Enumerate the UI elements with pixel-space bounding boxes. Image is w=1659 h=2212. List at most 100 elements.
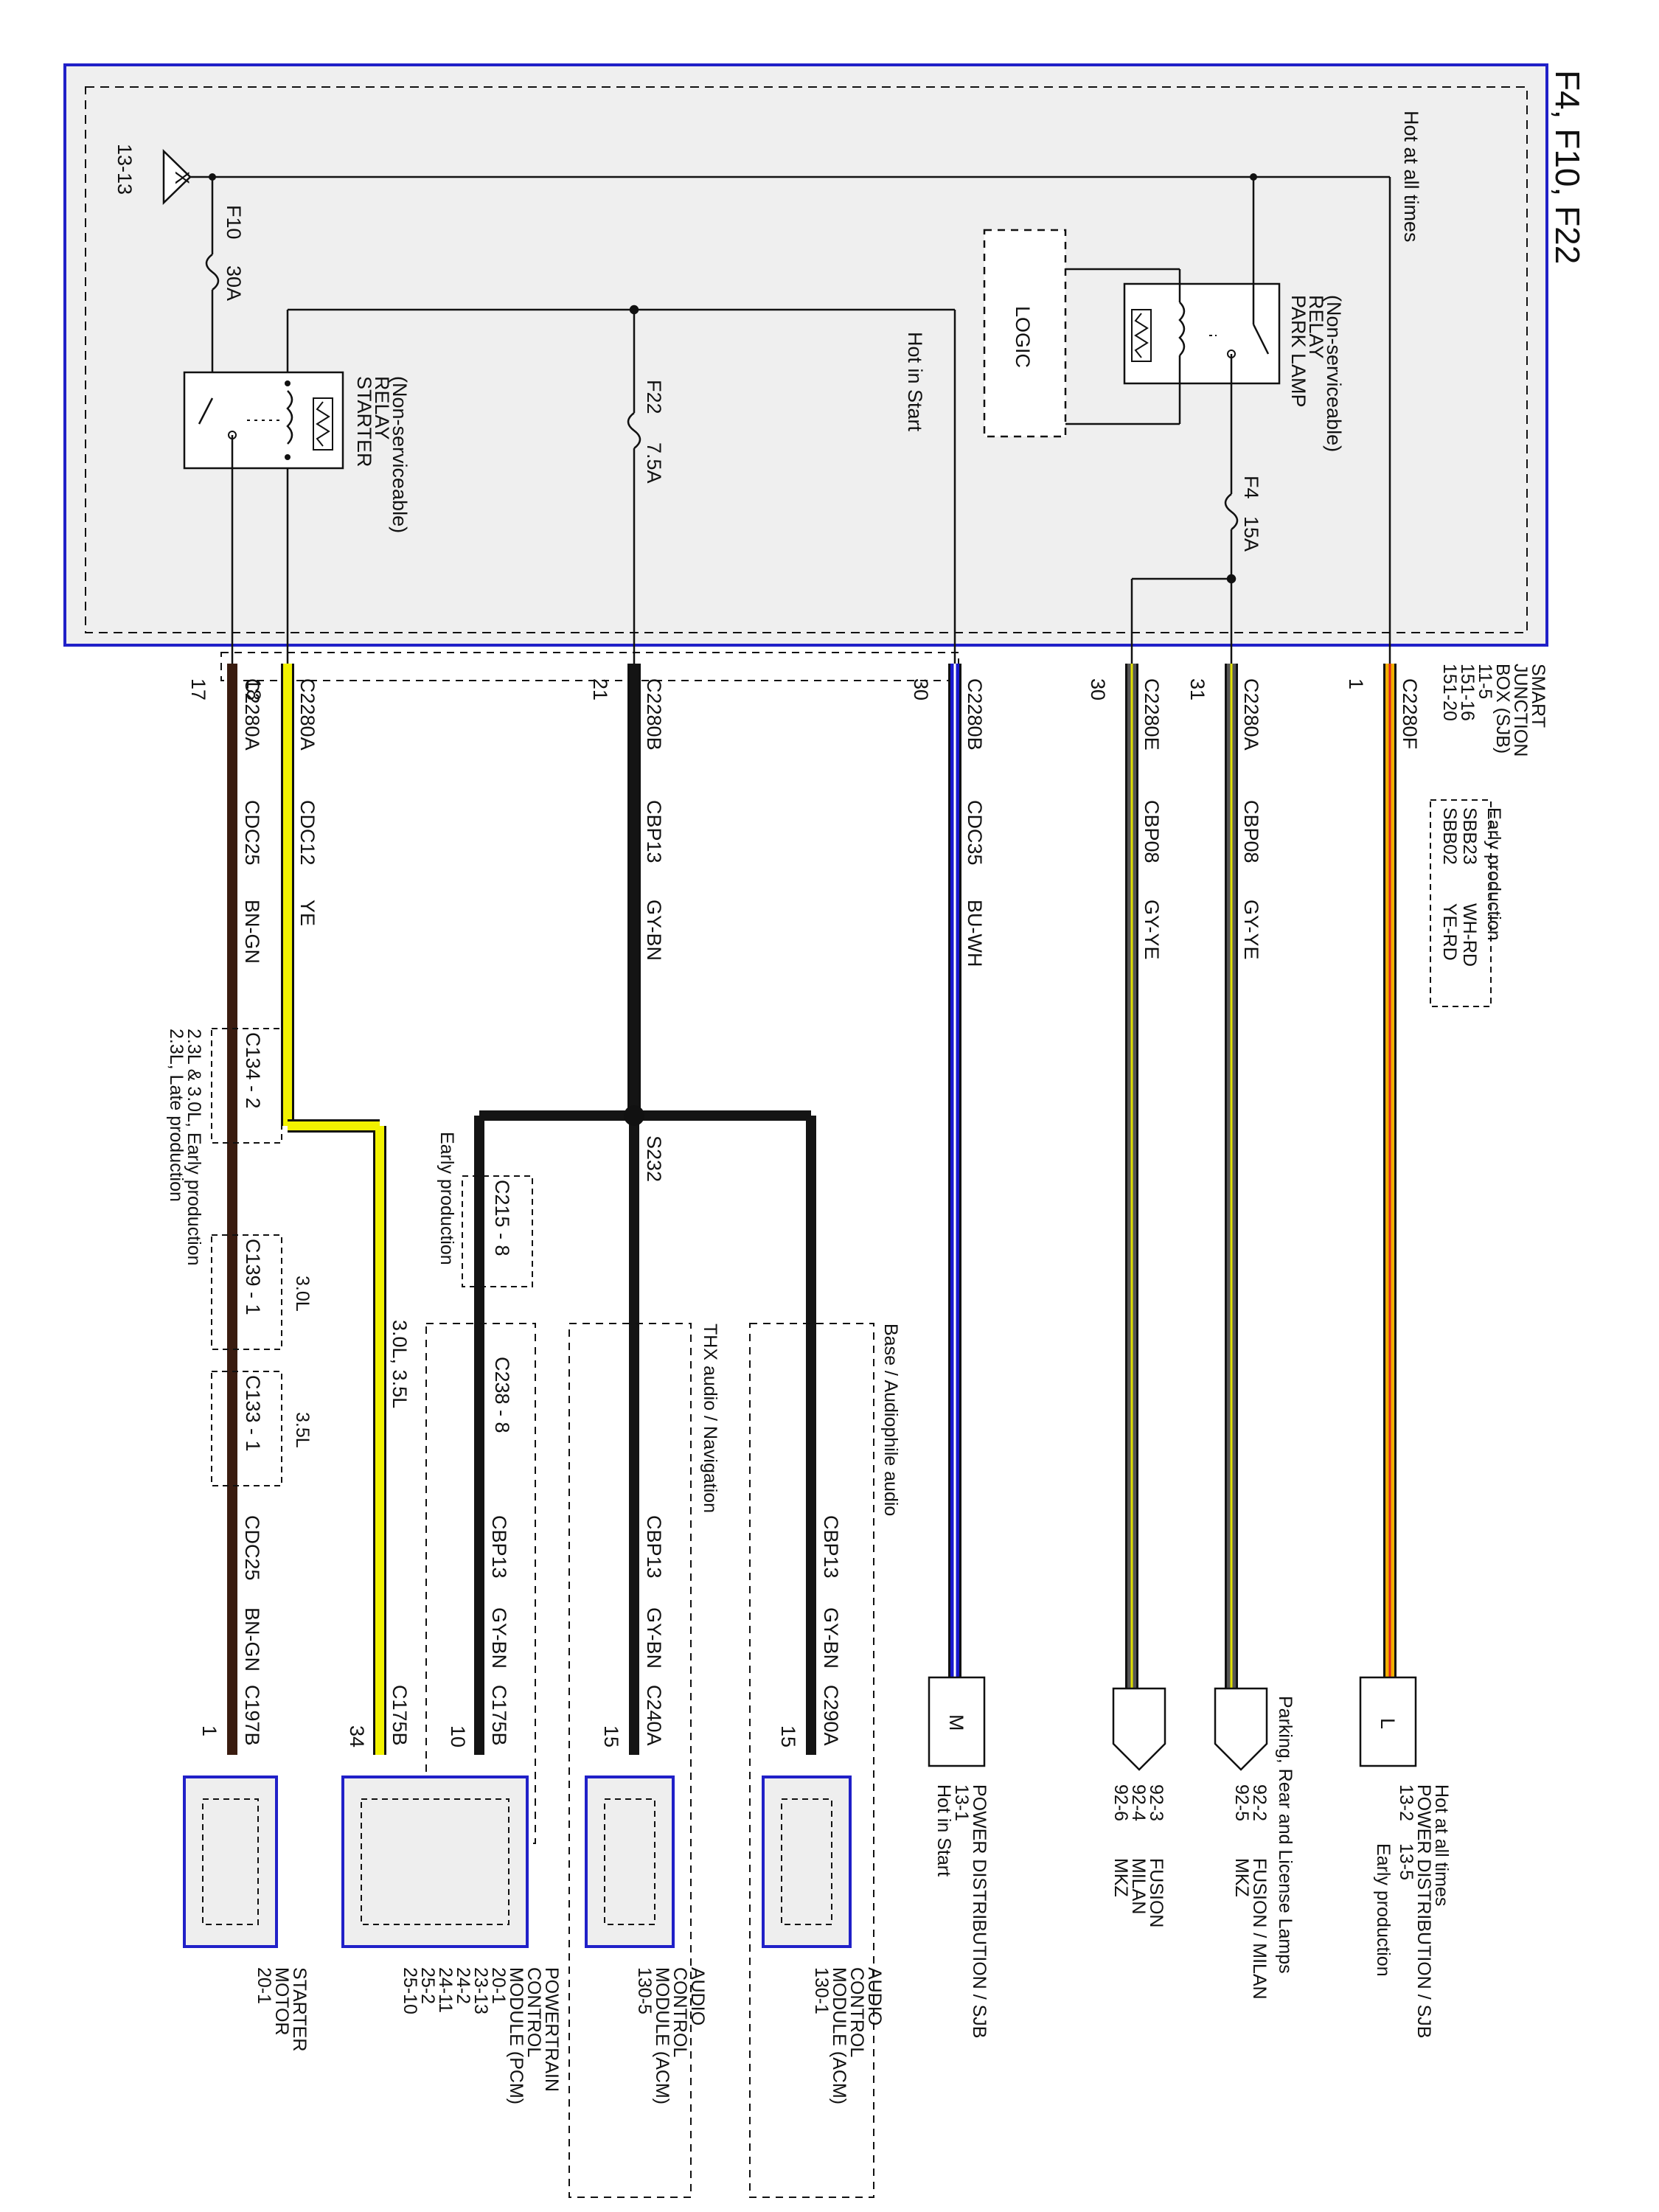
- acm130-1-label: CONTROL: [846, 1967, 867, 2057]
- ground-ref-label: 13-13: [114, 144, 136, 195]
- c215-label: C215 - 8: [491, 1180, 513, 1256]
- pcm-label: MODULE (PCM): [506, 1967, 526, 2104]
- parking-lamps-note: Parking, Rear and License Lamps: [1275, 1696, 1295, 1974]
- acm130-5-label: AUDIO: [687, 1967, 708, 2025]
- c134-note-2: 2.3L, Late production: [166, 1029, 187, 1202]
- f4-fuse-name: F4: [1240, 476, 1262, 499]
- dest-fusion-92-3: [1112, 1687, 1166, 1771]
- park-lamp-relay: [1123, 173, 1281, 472]
- hot-at-all-times-label: Hot at all times: [1400, 111, 1422, 243]
- source-triangle-icon: [162, 149, 216, 205]
- starter-motor-label: 20-1: [254, 1967, 274, 2004]
- pcm-label: CONTROL: [524, 1967, 544, 2057]
- wire-circuit: CDC35: [964, 800, 986, 866]
- acm130-1-region: [749, 1323, 874, 2198]
- dest-L-line-3: 13-2: [1396, 1784, 1416, 1821]
- wire-connector: C2280F: [1399, 678, 1421, 749]
- park-lamp-relay-label-2: RELAY: [1305, 295, 1327, 359]
- c238-label: C238 - 8: [491, 1357, 513, 1433]
- acm130-5-circuit: CBP13: [643, 1515, 665, 1579]
- logic-label: LOGIC: [1012, 306, 1034, 368]
- starter-relay: [183, 371, 344, 664]
- f10-fuse-name: F10: [223, 205, 245, 240]
- sjb-inner-outline: [85, 86, 1528, 633]
- logic-block: [983, 229, 1181, 438]
- c2280-dashed-bracket: [220, 652, 959, 681]
- pcm-label: 24-2: [453, 1967, 473, 2004]
- pcm-label: 23-13: [470, 1967, 491, 2014]
- acm130-5-pin: 15: [600, 1725, 622, 1747]
- acm130-5-label: 130-5: [634, 1967, 655, 2014]
- wire-color: GY-BN: [643, 900, 665, 961]
- pcm-pin-10: 10: [447, 1725, 469, 1747]
- dest-L: [1359, 1676, 1417, 1767]
- wire-pin: 31: [1186, 678, 1208, 700]
- dest-M-line-1: POWER DISTRIBUTION / SJB: [969, 1784, 990, 2038]
- pcm-circuit: CBP13: [488, 1515, 510, 1579]
- dest-M: [928, 1676, 986, 1767]
- dest-fusion-92-2: [1214, 1687, 1268, 1771]
- dest-M-line-3: Hot in Start: [933, 1784, 954, 1877]
- starter-relay-label-2: RELAY: [371, 376, 393, 440]
- acm130-5-label: MODULE (ACM): [652, 1967, 672, 2104]
- pcm-label: 24-11: [435, 1967, 456, 2013]
- dest-L-line-4: 13-5: [1396, 1843, 1416, 1880]
- sjb-label-5: 151-16: [1457, 664, 1478, 721]
- sjb-label-3: BOX (SJB): [1492, 664, 1513, 754]
- starter-relay-label-1: STARTER: [353, 376, 375, 467]
- park-lamp-relay-label-3: (Non-serviceable): [1323, 295, 1345, 452]
- dest-L-symbol: L: [1377, 1718, 1399, 1729]
- fusion-92-2-model-2: MKZ: [1231, 1858, 1252, 1897]
- early-production-color-1: WH-RD: [1459, 903, 1480, 967]
- starter-pin: 1: [198, 1725, 220, 1736]
- sjb-outline: [63, 63, 1548, 647]
- park-lamp-relay-label-1: PARK LAMP: [1287, 295, 1310, 408]
- hot-in-start-label: Hot in Start: [904, 332, 926, 432]
- early-production-color-2: YE-RD: [1439, 903, 1460, 961]
- c139-box: [211, 1234, 282, 1350]
- yellow-branch: [288, 1119, 386, 1755]
- dest-M-symbol: M: [945, 1714, 967, 1731]
- wire-pin: 1: [1345, 678, 1367, 689]
- starter-motor-block: [183, 1775, 278, 1948]
- fusion-92-2-ref-1: 92-2: [1249, 1784, 1270, 1821]
- acm130-1-pin: 15: [777, 1725, 799, 1747]
- wire-color: GY-YE: [1141, 900, 1163, 960]
- f4-fuse-rating: 15A: [1240, 516, 1262, 552]
- splice-s232-label: S232: [643, 1135, 665, 1182]
- starter-connector: C197B: [241, 1685, 263, 1746]
- fusion-92-3-ref-3: 92-6: [1110, 1784, 1131, 1821]
- fusion-92-3-ref-1: 92-3: [1146, 1784, 1166, 1821]
- yellow-branch-note: 3.0L, 3.5L: [389, 1320, 411, 1408]
- wire-connector: C2280E: [1141, 678, 1163, 751]
- wire-pin: 30: [910, 678, 932, 700]
- c134-note-1: 2.3L & 3.0L, Early production: [184, 1029, 204, 1266]
- fusion-92-3-model-2: MILAN: [1128, 1858, 1149, 1914]
- wire-pin: 30: [1087, 678, 1109, 700]
- sjb-label-1: SMART: [1528, 664, 1548, 728]
- fusion-92-3-model-1: FUSION: [1146, 1858, 1166, 1927]
- fusion-92-2-model-1: FUSION / MILAN: [1249, 1858, 1270, 2000]
- c133-note: 3.5L: [292, 1412, 313, 1448]
- acm130-1-label: MODULE (ACM): [829, 1967, 849, 2104]
- fusion-92-3-ref-2: 92-4: [1128, 1784, 1149, 1821]
- acm130-5-connector: C240A: [643, 1685, 665, 1746]
- page-title: F4, F10, F22: [1548, 70, 1587, 264]
- acm130-1-circuit: CBP13: [820, 1515, 842, 1579]
- acm130-1-block: [762, 1775, 852, 1948]
- f10-fuse-rating: 30A: [223, 265, 245, 301]
- starter-motor-label: STARTER: [289, 1967, 310, 2051]
- pcm-connector: C175B: [488, 1685, 510, 1746]
- acm130-5-label: CONTROL: [669, 1967, 690, 2057]
- wire-pin: 17: [187, 678, 209, 700]
- pcm-label: 25-2: [417, 1967, 438, 2004]
- dest-L-line-1: Hot at all times: [1431, 1784, 1452, 1906]
- c139-label: C139 - 1: [242, 1239, 264, 1315]
- pcm-block: [341, 1775, 529, 1948]
- acm130-5-block: [585, 1775, 675, 1948]
- wire-color: BN-GN: [241, 900, 263, 964]
- starter-circuit: CDC25: [241, 1515, 263, 1581]
- f10-fuse: [205, 243, 220, 376]
- c133-label: C133 - 1: [242, 1375, 264, 1452]
